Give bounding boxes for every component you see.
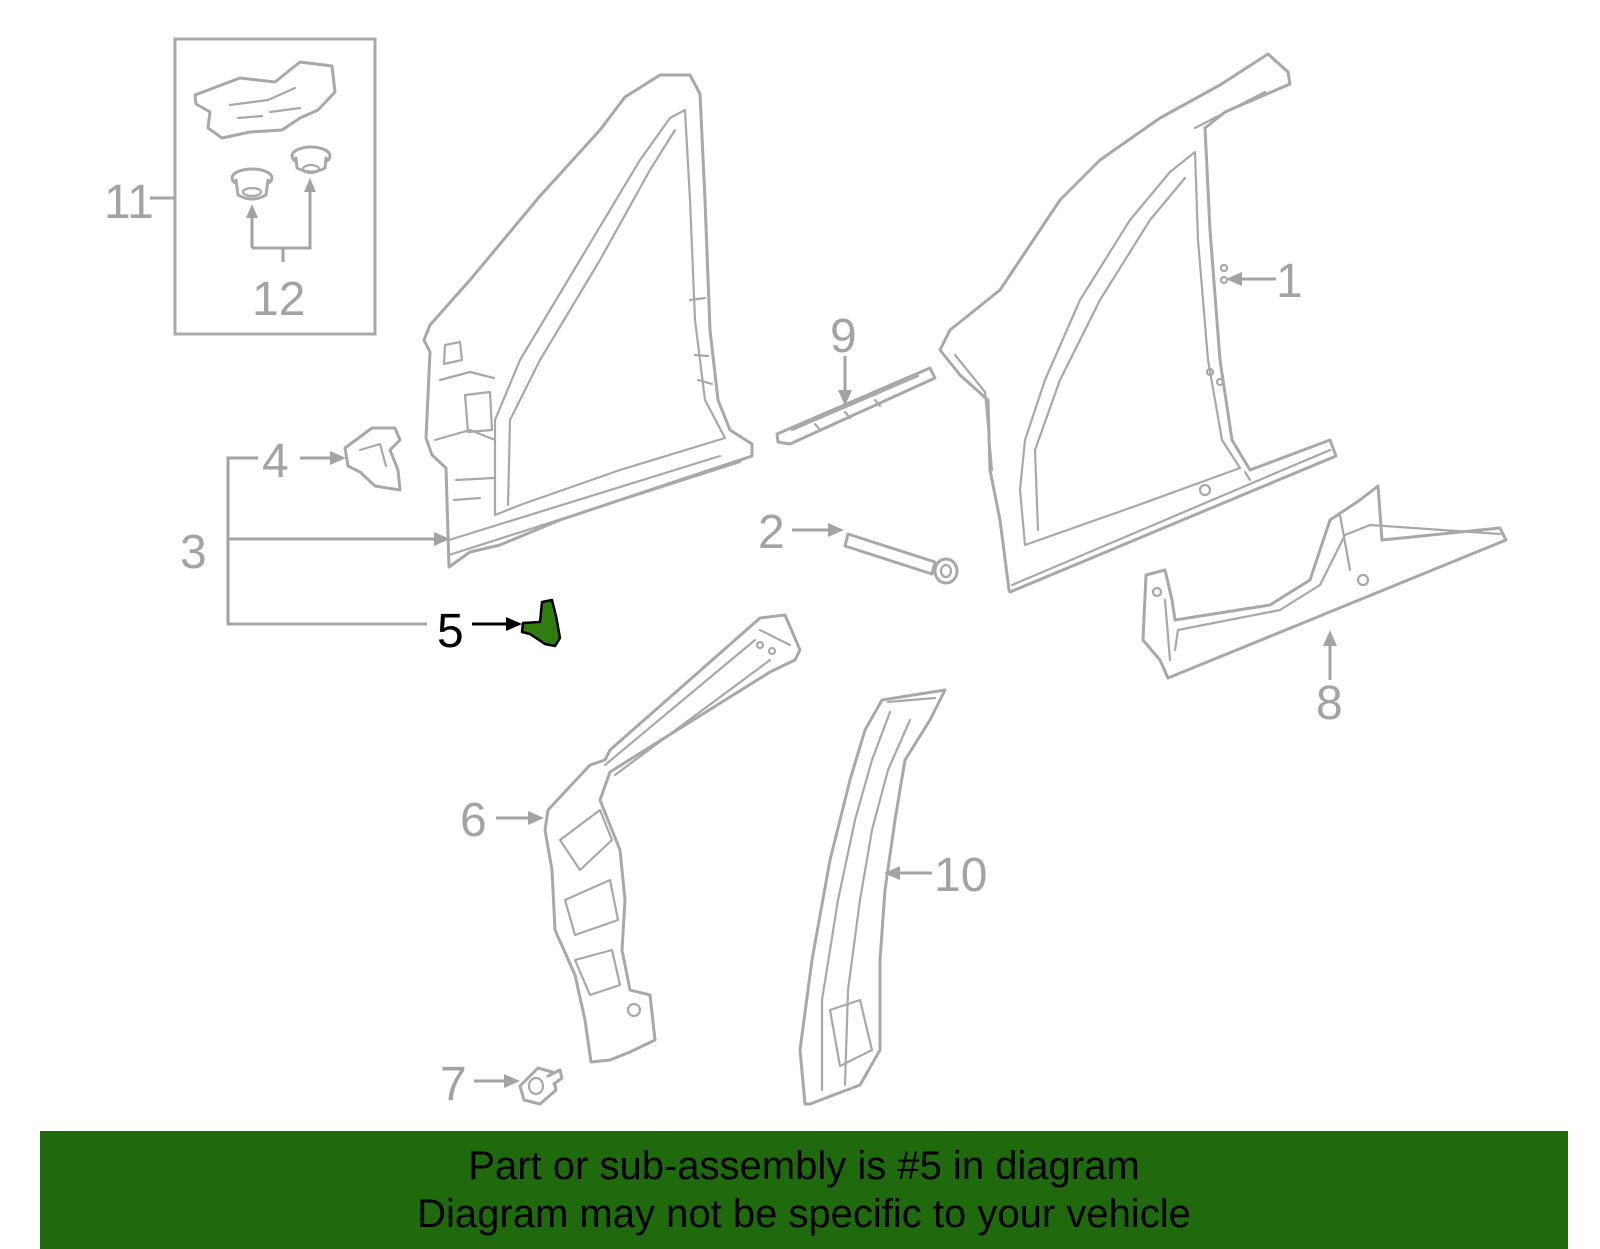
callout-3: 3 bbox=[180, 526, 207, 579]
part-5-shape bbox=[520, 598, 562, 648]
callout-6: 6 bbox=[460, 794, 487, 847]
callout-4: 4 bbox=[262, 435, 289, 488]
callout-8: 8 bbox=[1316, 677, 1343, 730]
callout-2: 2 bbox=[758, 506, 785, 559]
part-9-rail bbox=[775, 366, 937, 446]
banner-line-1: Part or sub-assembly is #5 in diagram bbox=[468, 1144, 1140, 1188]
leader-lines bbox=[226, 272, 1337, 1088]
part-10-b-pillar bbox=[798, 688, 947, 1106]
part-1-outer-panel bbox=[938, 52, 1338, 594]
info-banner: Part or sub-assembly is #5 in diagram Di… bbox=[40, 1131, 1568, 1249]
part-5-highlighted bbox=[520, 598, 562, 648]
part-12-grommet-right bbox=[290, 145, 332, 175]
part-6-pillar bbox=[543, 613, 802, 1064]
callout-5: 5 bbox=[437, 605, 464, 658]
part-12-grommet-left bbox=[230, 167, 274, 201]
part-4-bracket bbox=[343, 426, 402, 492]
parts-diagram: 1 2 3 4 5 6 7 8 9 10 11 12 bbox=[104, 37, 1508, 1111]
callout-11: 11 bbox=[104, 176, 154, 229]
part-7-clip bbox=[518, 1066, 564, 1106]
callout-labels: 1 2 3 4 5 6 7 8 9 10 11 12 bbox=[104, 176, 1343, 1111]
part-3-side-frame bbox=[422, 73, 754, 569]
inset-box bbox=[150, 37, 377, 336]
banner-line-2: Diagram may not be specific to your vehi… bbox=[417, 1192, 1191, 1236]
callout-9: 9 bbox=[830, 310, 857, 363]
callout-7: 7 bbox=[440, 1058, 467, 1111]
callout-10: 10 bbox=[934, 849, 987, 902]
part-2-bolt bbox=[843, 532, 959, 585]
callout-12: 12 bbox=[252, 273, 305, 326]
part-8-rocker bbox=[1141, 484, 1508, 680]
callout-1: 1 bbox=[1276, 255, 1303, 308]
